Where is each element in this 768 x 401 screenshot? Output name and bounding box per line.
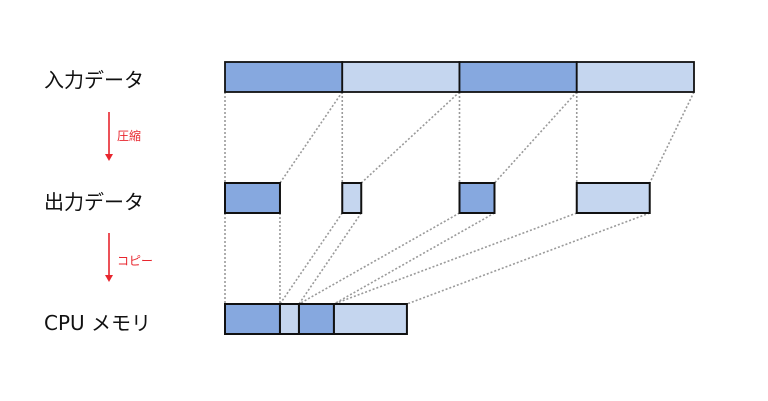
input-data-label: 入力データ <box>44 68 144 92</box>
compress-arrow-head <box>105 154 113 161</box>
connector-input-output-right-3 <box>493 91 578 184</box>
compress-arrow <box>105 112 113 161</box>
copy-arrow <box>105 233 113 282</box>
connector-output-cpu-right-2 <box>298 212 362 305</box>
output-block-1 <box>224 182 281 214</box>
input-block-4 <box>575 61 695 93</box>
cpu-block-3 <box>297 303 335 335</box>
step-arrows <box>105 112 113 282</box>
connector-output-cpu-left-4 <box>333 212 578 305</box>
connector-lines <box>224 91 695 305</box>
output-block-2 <box>341 182 363 214</box>
input-block-3 <box>458 61 578 93</box>
connector-output-cpu-right-4 <box>406 212 651 305</box>
output-data-label: 出力データ <box>44 190 144 214</box>
cpu-memory-bar <box>224 303 408 335</box>
cpu-block-1 <box>224 303 281 335</box>
cpu-memory-label: CPU メモリ <box>44 311 152 335</box>
copy-arrow-head <box>105 275 113 282</box>
connector-output-cpu-left-2 <box>279 212 343 305</box>
connector-input-output-right-1 <box>279 91 343 184</box>
cpu-block-2 <box>278 303 300 335</box>
input-block-1 <box>224 61 344 93</box>
connector-output-cpu-left-3 <box>298 212 460 305</box>
input-block-2 <box>341 61 461 93</box>
output-data-blocks <box>224 182 651 214</box>
connector-input-output-right-2 <box>360 91 461 184</box>
compress-step-label: 圧縮 <box>117 129 142 143</box>
output-block-3 <box>458 182 496 214</box>
output-block-4 <box>575 182 651 214</box>
input-data-bar <box>224 61 695 93</box>
cpu-block-4 <box>332 303 408 335</box>
connector-output-cpu-right-3 <box>333 212 495 305</box>
copy-step-label: コピー <box>117 254 154 268</box>
connector-input-output-right-4 <box>649 91 695 184</box>
